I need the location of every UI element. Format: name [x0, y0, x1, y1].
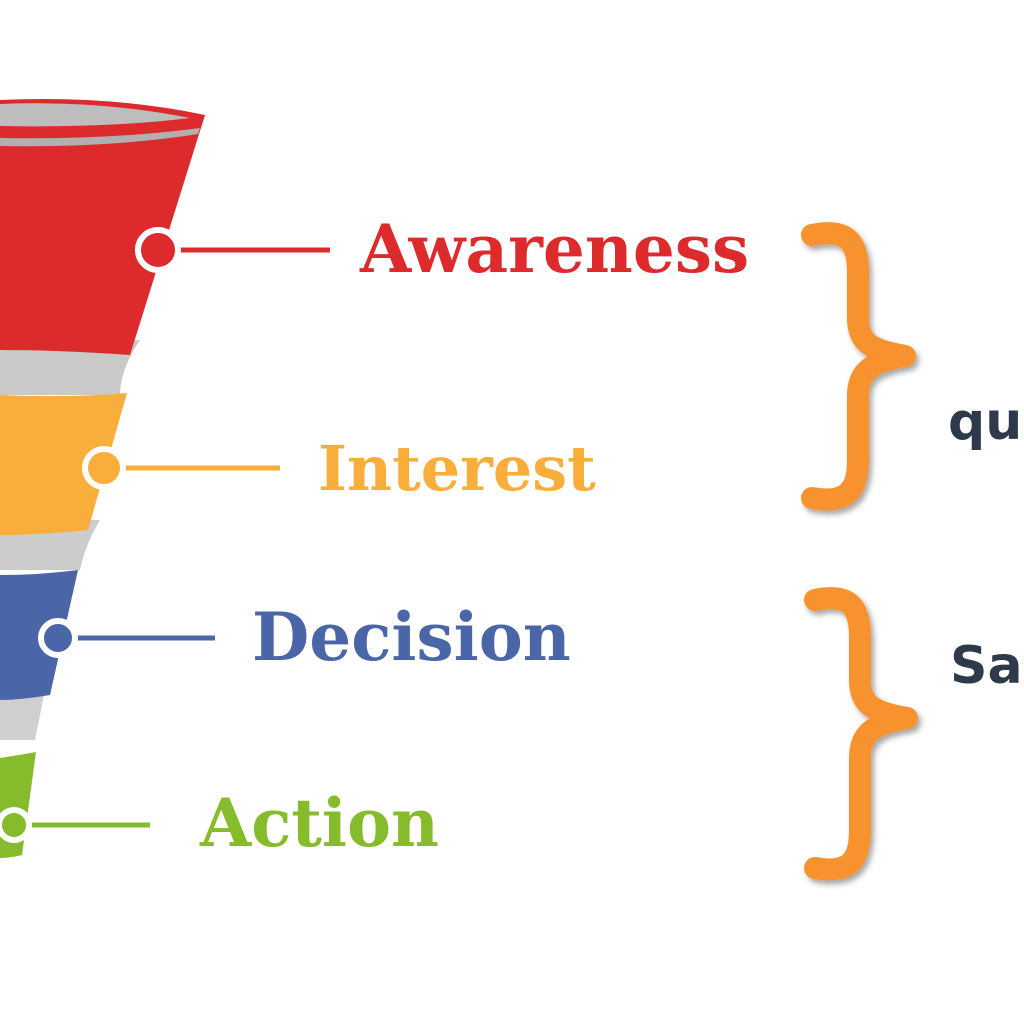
funnel-band-interest	[0, 393, 127, 535]
funnel-inner-gap-1	[0, 340, 140, 395]
funnel-rim-inner	[0, 103, 190, 127]
connector-dot-awareness	[135, 227, 181, 273]
connector-dot-action	[0, 807, 32, 843]
curly-bracket-bottom	[804, 587, 918, 881]
group-label-bottom: Sa	[950, 636, 1023, 696]
funnel-inner-gap-3	[0, 690, 45, 740]
funnel-band-awareness	[0, 99, 205, 355]
connector-dot-decision	[38, 618, 78, 658]
stage-label-action: Action	[200, 784, 439, 862]
connector-dot-interest	[82, 446, 126, 490]
stage-label-decision: Decision	[252, 598, 571, 676]
curly-bracket-top	[801, 222, 916, 511]
stage-label-awareness: Awareness	[360, 210, 750, 288]
funnel-rim-stripe	[0, 128, 200, 147]
group-label-top: qu	[948, 392, 1023, 452]
stage-label-interest: Interest	[318, 432, 596, 505]
